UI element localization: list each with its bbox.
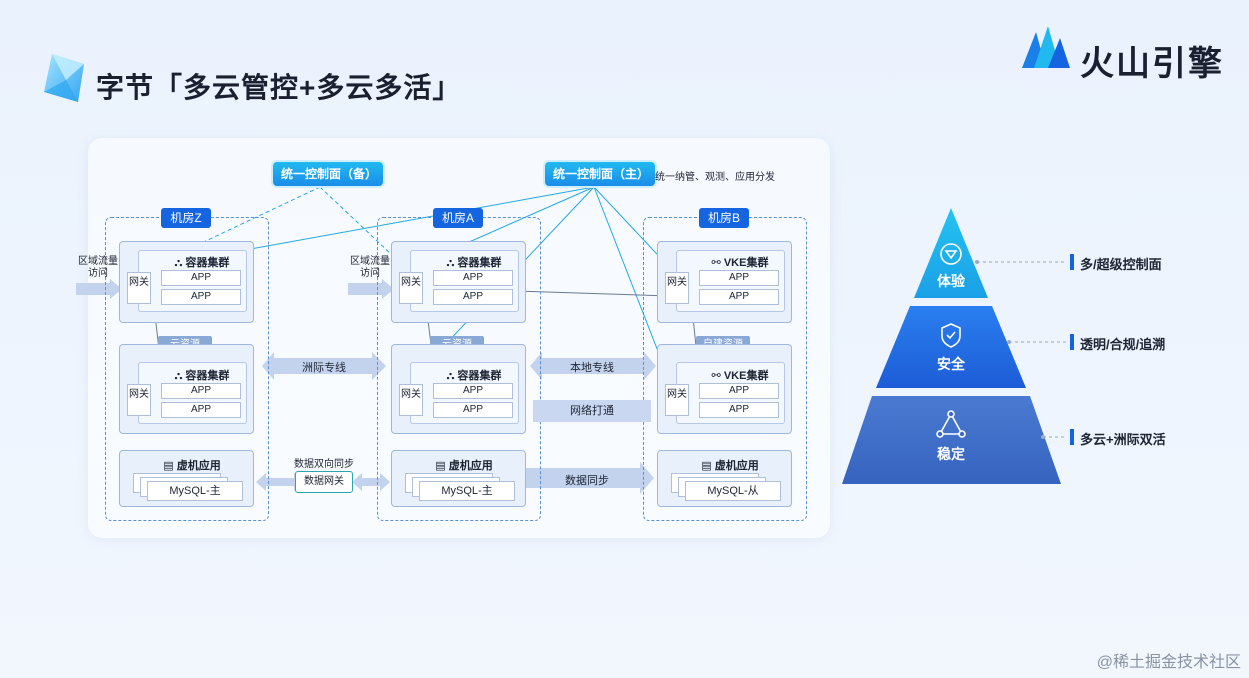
pyramid-level-top: [914, 208, 988, 298]
link-network-box: 网络打通: [533, 400, 651, 422]
room-b-c1-app2[interactable]: APP: [699, 289, 779, 305]
pyramid-level-mid-name: 安全: [937, 356, 965, 372]
room-z-gateway-2[interactable]: 网关: [127, 384, 151, 416]
room-b-c2-app2[interactable]: APP: [699, 402, 779, 418]
room-z-c2-app2[interactable]: APP: [161, 402, 241, 418]
server-icon: ▤: [435, 460, 449, 472]
room-b-cluster2-title: ⚯ VKE集群: [711, 370, 769, 382]
pyramid-level-bottom: [842, 396, 1061, 484]
room-z-mysql[interactable]: MySQL-主: [147, 481, 243, 501]
room-a-mysql[interactable]: MySQL-主: [419, 481, 515, 501]
room-a-c1-app2[interactable]: APP: [433, 289, 513, 305]
cluster-icon: ⛬: [446, 257, 458, 269]
control-plane-primary[interactable]: 统一控制面（主）: [545, 162, 655, 186]
link-bidirectional-label: 数据双向同步: [294, 459, 354, 470]
room-z-c1-app1[interactable]: APP: [161, 270, 241, 286]
room-a-vm-title: ▤ 虚机应用: [435, 460, 493, 472]
room-b-mysql[interactable]: MySQL-从: [685, 481, 781, 501]
room-b-gateway-2[interactable]: 网关: [665, 384, 689, 416]
room-a-c2-app2[interactable]: APP: [433, 402, 513, 418]
cluster-icon: ⛬: [446, 370, 458, 382]
room-b-c2-app1[interactable]: APP: [699, 383, 779, 399]
room-z-cluster1-title: ⛬ 容器集群: [174, 257, 230, 269]
pyramid-label-bottom: 多云+洲际双活: [1080, 432, 1166, 447]
room-z-tag: 机房Z: [161, 208, 211, 228]
volcengine-logo-icon: [1022, 26, 1070, 68]
room-a-ingress-label: 区域流量访问: [350, 256, 390, 279]
room-a-gateway[interactable]: 网关: [399, 272, 423, 304]
room-z-c1-app2[interactable]: APP: [161, 289, 241, 305]
room-z-vm-title: ▤ 虚机应用: [163, 460, 221, 472]
bytedance-cube-logo-icon: [44, 54, 84, 102]
link-data-sync-label: 数据同步: [565, 475, 609, 487]
triangle-network-icon: [936, 410, 966, 438]
room-b-cluster1-title: ⚯ VKE集群: [711, 257, 769, 269]
pyramid-level-top-name: 体验: [937, 273, 965, 289]
pyramid-chart: [842, 208, 1061, 484]
watermark: @稀土掘金技术社区: [1096, 654, 1241, 671]
pyramid-label-bar-mid: [1070, 334, 1074, 350]
pyramid-label-bar-bottom: [1070, 429, 1074, 445]
room-a-gateway-2[interactable]: 网关: [399, 384, 423, 416]
room-a-c2-app1[interactable]: APP: [433, 383, 513, 399]
link-local-label: 本地专线: [570, 362, 614, 374]
pyramid-label-mid: 透明/合规/追溯: [1080, 337, 1166, 352]
data-gateway-box[interactable]: 数据网关: [295, 471, 353, 493]
room-a-tag: 机房A: [433, 208, 483, 228]
control-plane-note: 统一纳管、观测、应用分发: [655, 172, 775, 183]
diamond-icon: [940, 243, 962, 265]
cluster-icon: ⚯: [711, 370, 724, 382]
room-a-cluster2-title: ⛬ 容器集群: [446, 370, 502, 382]
pyramid-leaders: [975, 260, 1067, 439]
server-icon: ▤: [701, 460, 715, 472]
cluster-icon: ⚯: [711, 257, 724, 269]
room-b-tag: 机房B: [699, 208, 749, 228]
room-z-cluster2-title: ⛬ 容器集群: [174, 370, 230, 382]
room-z-gateway[interactable]: 网关: [127, 272, 151, 304]
link-intercontinental-label: 洲际专线: [302, 362, 346, 374]
cluster-icon: ⛬: [174, 370, 186, 382]
room-z-c2-app1[interactable]: APP: [161, 383, 241, 399]
brand-name: 火山引擎: [1080, 45, 1224, 83]
shield-check-icon: [941, 323, 961, 348]
room-a-c1-app1[interactable]: APP: [433, 270, 513, 286]
room-z-ingress-label: 区域流量访问: [78, 256, 118, 279]
pyramid-label-top: 多/超级控制面: [1080, 257, 1162, 272]
pyramid-label-bar-top: [1070, 254, 1074, 270]
room-b-c1-app1[interactable]: APP: [699, 270, 779, 286]
room-b-vm-title: ▤ 虚机应用: [701, 460, 759, 472]
room-a-cluster1-title: ⛬ 容器集群: [446, 257, 502, 269]
pyramid-level-bottom-name: 稳定: [937, 446, 965, 462]
cluster-icon: ⛬: [174, 257, 186, 269]
room-b-gateway[interactable]: 网关: [665, 272, 689, 304]
page-title: 字节「多云管控+多云多活」: [96, 72, 462, 103]
control-plane-backup[interactable]: 统一控制面（备）: [273, 162, 383, 186]
server-icon: ▤: [163, 460, 177, 472]
